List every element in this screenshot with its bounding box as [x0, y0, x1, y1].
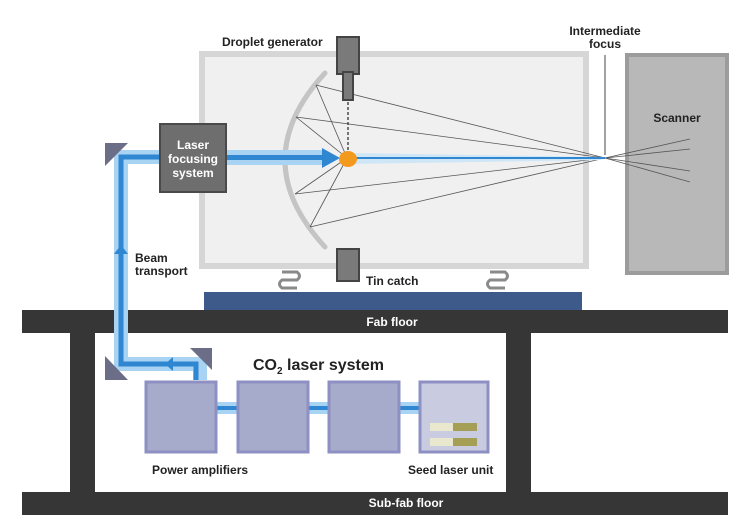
beam-left-arrow	[165, 357, 173, 371]
label-scanner: Scanner	[653, 111, 701, 125]
label-sub-fab-floor: Sub-fab floor	[369, 496, 444, 510]
support-column-right	[506, 333, 531, 498]
isolation-platform	[204, 292, 582, 310]
power-amplifier-1	[144, 380, 218, 454]
seed-laser-unit	[418, 380, 490, 454]
turning-mirror-top	[105, 143, 128, 166]
ray	[315, 84, 606, 159]
sub-fab-floor	[22, 492, 728, 515]
seed-bar-dark	[453, 423, 477, 431]
amplifier-connectors	[216, 402, 421, 414]
label-beam-transport-1: Beam	[135, 251, 168, 265]
droplet-generator	[336, 36, 360, 101]
label-co2-laser-system: CO2 laser system	[253, 357, 384, 377]
tin-droplet	[339, 151, 357, 167]
label-laser-focusing-3: system	[172, 166, 213, 180]
beam-arrowhead	[322, 148, 340, 168]
label-fab-floor: Fab floor	[366, 315, 418, 329]
ray	[309, 157, 606, 228]
turning-mirror-bottom-right	[190, 348, 212, 370]
turning-mirror-bottom-left	[105, 356, 128, 380]
seed-bar-dark	[453, 438, 477, 446]
label-droplet-generator: Droplet generator	[222, 35, 323, 49]
spring-left	[278, 270, 301, 290]
tin-catch	[336, 248, 360, 282]
beam-transport-arrow	[114, 245, 128, 254]
label-power-amplifiers: Power amplifiers	[152, 463, 248, 477]
label-laser-focusing-1: Laser	[177, 138, 209, 152]
seed-bar-light	[430, 438, 454, 446]
power-amplifier-3	[327, 380, 401, 454]
ray	[294, 157, 606, 195]
label-tin-catch: Tin catch	[366, 274, 418, 288]
support-column-left	[70, 333, 95, 498]
ray	[309, 157, 348, 228]
label-seed-laser-unit: Seed laser unit	[408, 463, 493, 477]
spring-right	[486, 270, 509, 290]
ray	[604, 157, 691, 172]
label-intermediate-focus-1: Intermediate	[569, 24, 641, 38]
ray	[604, 148, 691, 159]
ray	[604, 138, 691, 159]
beam-transport-path	[114, 148, 340, 380]
laser-focusing-system	[159, 123, 227, 193]
ray	[294, 157, 348, 195]
label-beam-transport-2: transport	[135, 264, 188, 278]
label-laser-focusing-2: focusing	[168, 152, 218, 166]
fab-floor	[22, 310, 728, 333]
ray	[604, 157, 691, 183]
ray	[295, 116, 348, 159]
seed-bar-light	[430, 423, 454, 431]
label-intermediate-focus-2: focus	[589, 37, 621, 51]
power-amplifier-2	[236, 380, 310, 454]
